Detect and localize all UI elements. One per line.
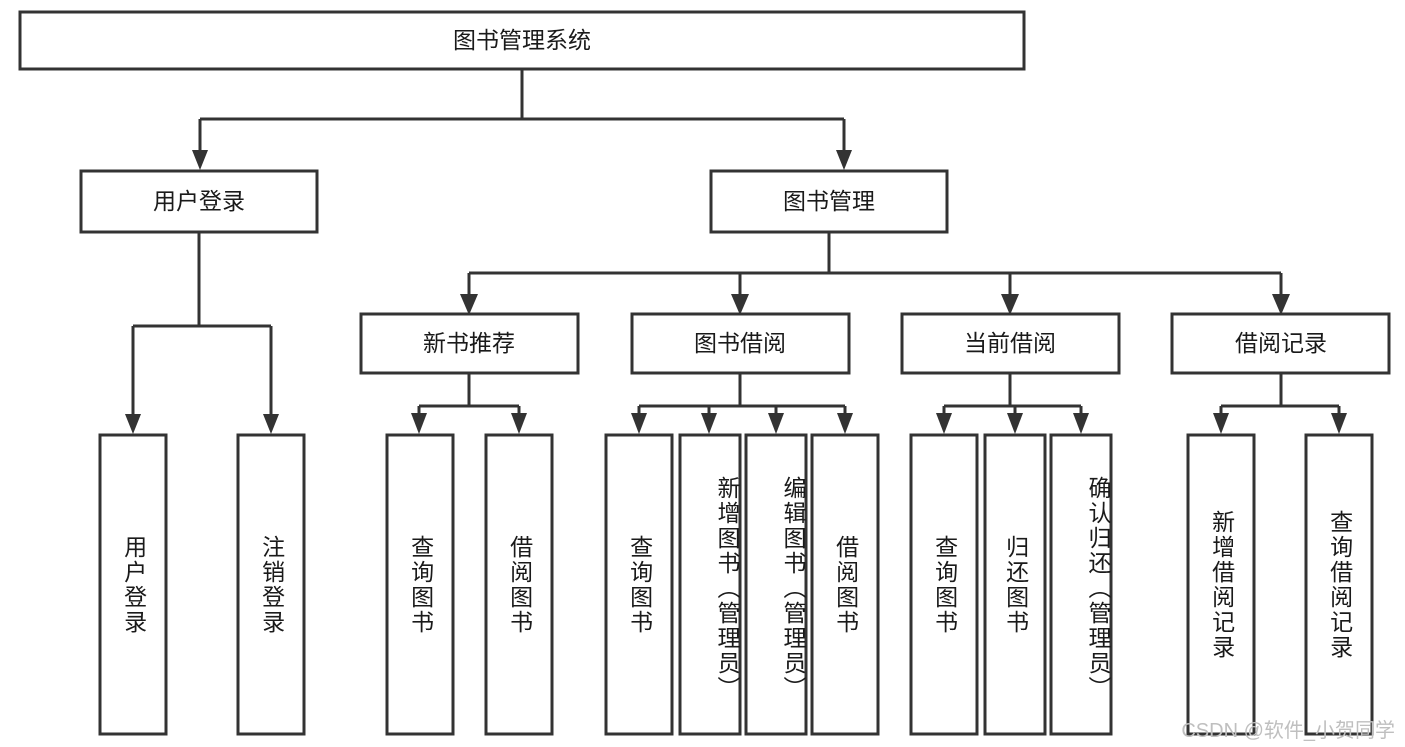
node-label-book-manage: 图书管理	[783, 188, 875, 214]
node-box-leaf-confirm-return[interactable]	[1049, 433, 1113, 736]
node-label-current-borrow: 当前借阅	[964, 330, 1056, 356]
node-box-leaf-borrow-book-2[interactable]	[810, 433, 880, 736]
node-label-user-login: 用户登录	[153, 188, 245, 214]
node-label-borrow-record: 借阅记录	[1235, 330, 1327, 356]
node-box-leaf-query-book-1[interactable]	[385, 433, 455, 736]
node-box-current-borrow[interactable]	[900, 312, 1121, 375]
connector-userlogin-to-leaves	[125, 232, 279, 434]
connector-currentborrow-to-leaves	[936, 373, 1089, 434]
node-box-leaf-edit-book[interactable]	[744, 433, 808, 736]
connector-bookborrow-to-leaves	[631, 373, 853, 434]
node-box-leaf-user-login[interactable]	[98, 433, 168, 736]
node-box-new-book-recommend[interactable]	[359, 312, 580, 375]
node-label-root: 图书管理系统	[453, 27, 591, 53]
connector-newbook-to-leaves	[411, 373, 527, 434]
node-box-leaf-return-book[interactable]	[983, 433, 1047, 736]
node-box-leaf-borrow-book-1[interactable]	[484, 433, 554, 736]
connector-root-to-level2	[192, 69, 852, 170]
node-box-leaf-query-book-2[interactable]	[604, 433, 674, 736]
node-label-new-book-recommend: 新书推荐	[423, 330, 515, 356]
node-box-root[interactable]	[18, 10, 1026, 71]
node-box-book-manage[interactable]	[709, 169, 949, 234]
node-box-book-borrow[interactable]	[630, 312, 851, 375]
node-box-leaf-add-record[interactable]	[1186, 433, 1256, 736]
node-box-leaf-add-book[interactable]	[678, 433, 742, 736]
connector-bookmanage-to-level3	[460, 232, 1290, 315]
node-box-borrow-record[interactable]	[1170, 312, 1391, 375]
node-box-leaf-logout[interactable]	[236, 433, 306, 736]
node-box-leaf-query-record[interactable]	[1304, 433, 1374, 736]
watermark-text: CSDN @软件_小贺同学	[1181, 720, 1395, 742]
node-box-leaf-query-book-3[interactable]	[909, 433, 979, 736]
connector-borrowrecord-to-leaves	[1213, 373, 1347, 434]
node-box-user-login[interactable]	[79, 169, 319, 234]
node-label-book-borrow: 图书借阅	[694, 330, 786, 356]
